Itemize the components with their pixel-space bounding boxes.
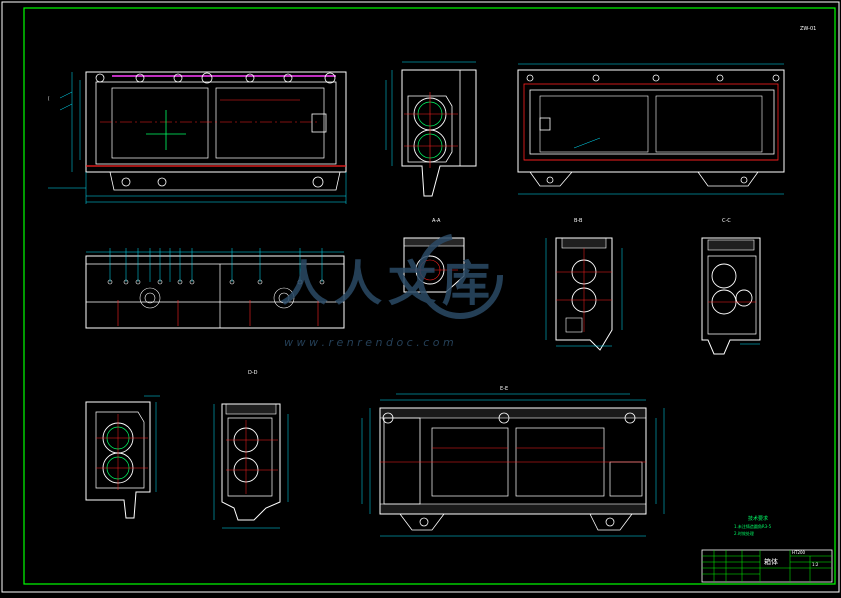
section-label-d-d: D-D — [248, 370, 258, 376]
watermark-url: w w w . r e n r e n d o c . c o m — [284, 336, 454, 349]
longitudinal-section — [85, 248, 345, 329]
section-label-e-e: E-E — [500, 386, 508, 392]
section-label-a-a: A-A — [432, 218, 441, 224]
section-c-c — [701, 237, 761, 355]
drawing-scale: 1:2 — [812, 562, 819, 567]
section-d-d — [213, 403, 289, 529]
section-label-c-c: C-C — [722, 218, 731, 224]
notes-line-2: 2.时效处理 — [734, 530, 754, 536]
part-material: HT200 — [792, 550, 806, 555]
watermark: 人人文库 w w w . r e n r e n d o c . c o m — [280, 233, 503, 349]
svg-text:[: [ — [48, 96, 50, 101]
section-b-b — [545, 237, 623, 351]
technical-notes: 技术要求 1.未注铸造圆角R3-5 2.时效处理 — [734, 515, 772, 536]
part-name: 箱体 — [764, 557, 778, 566]
notes-line-1: 1.未注铸造圆角R3-5 — [734, 523, 772, 529]
end-view — [85, 395, 160, 519]
section-label-b-b: B-B — [574, 218, 583, 224]
section-e-e — [361, 393, 665, 537]
notes-title: 技术要求 — [748, 515, 768, 522]
drawing-code: ZW-01 — [800, 26, 816, 32]
side-view — [385, 61, 477, 197]
watermark-brand: 人人文库 — [280, 256, 496, 312]
front-view: [ — [48, 71, 347, 204]
title-block: 箱体 HT200 1:2 — [701, 549, 833, 583]
top-view — [517, 63, 785, 195]
watermark-logo-icon — [417, 233, 503, 319]
